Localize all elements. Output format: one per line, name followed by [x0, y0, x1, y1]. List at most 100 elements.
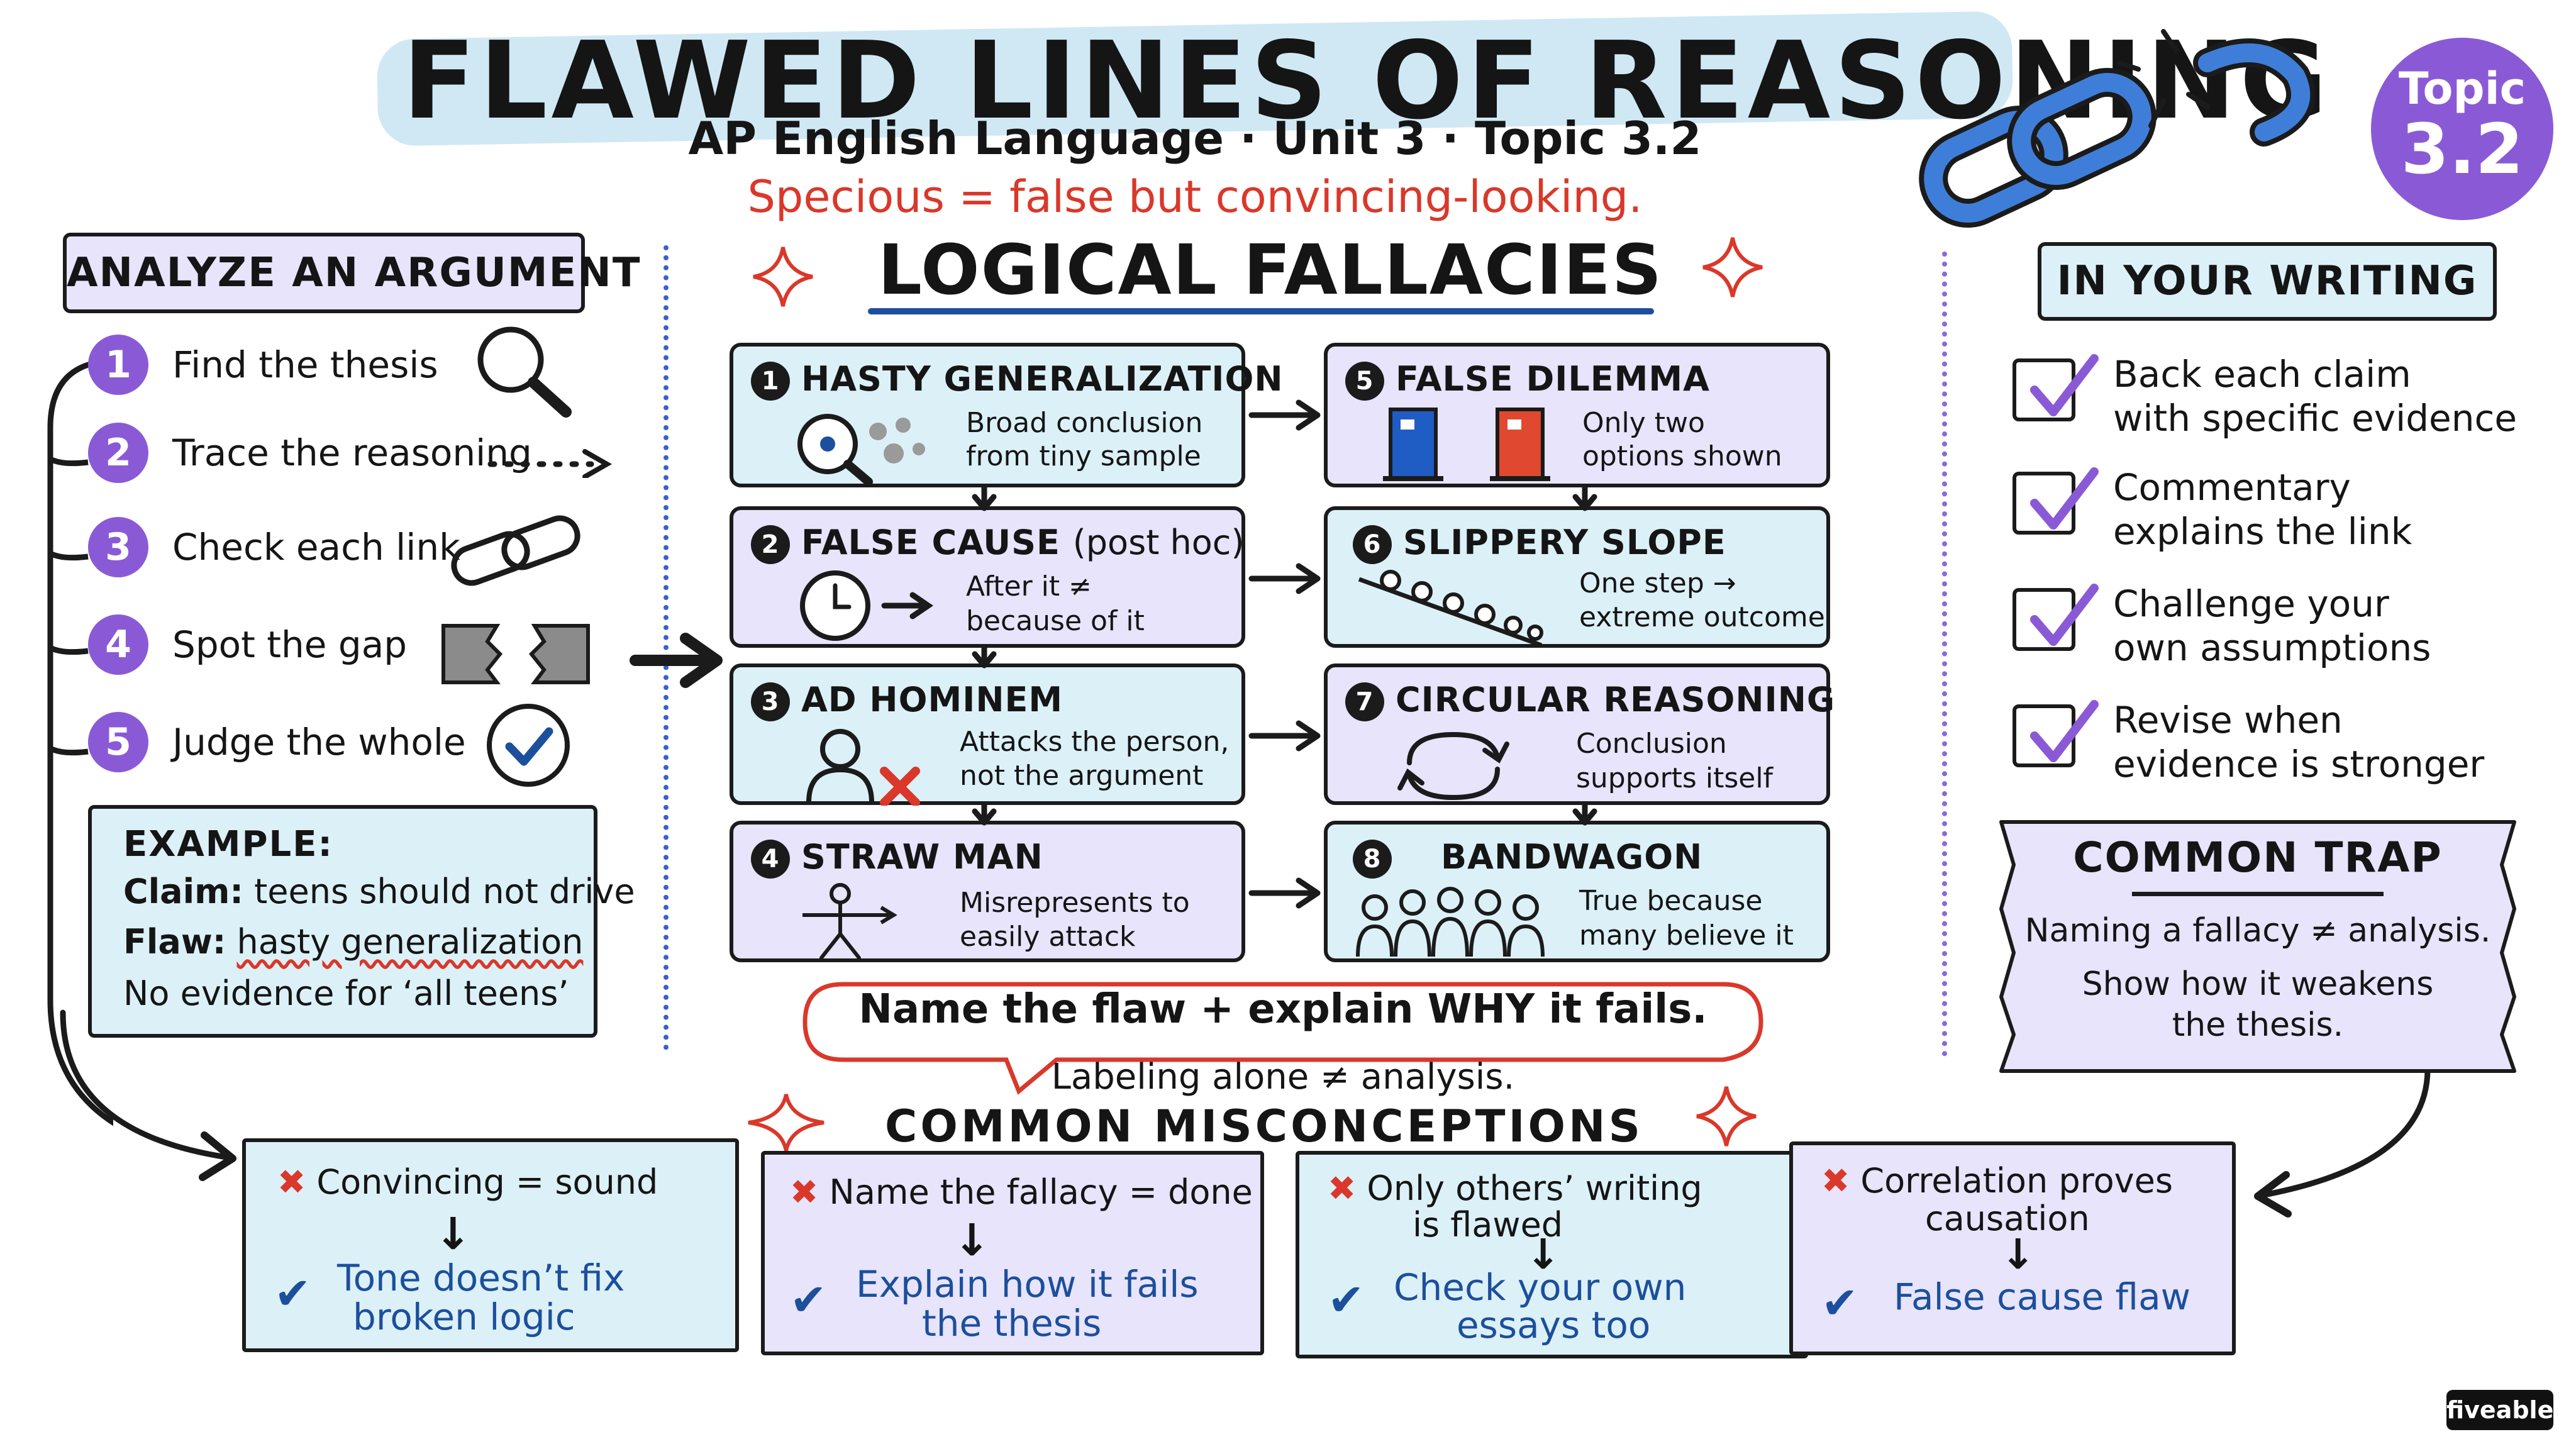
writing-item-line2: own assumptions [2113, 626, 2431, 669]
fallacy-title-sub: (post hoc) [1072, 523, 1245, 562]
writing-item-line1: Challenge your [2113, 582, 2389, 625]
writing-item-line1: Revise when [2113, 699, 2343, 741]
circular-arrows-icon [1397, 731, 1509, 801]
analyze-heading-box: ANALYZE AN ARGUMENT [63, 233, 640, 313]
crowd-icon [1356, 887, 1545, 957]
fallacy-desc-line2: because of it [966, 605, 1145, 637]
fallacy-desc-line1: Only two [1582, 407, 1705, 439]
page-tagline: Specious = false but convincing-looking. [747, 171, 1643, 223]
misconception-right-line1: False cause flaw [1894, 1275, 2191, 1318]
check-icon: ✔ [790, 1274, 827, 1326]
example-note: No evidence for ‘all teens’ [123, 974, 569, 1013]
x-icon: ✖ [1821, 1161, 1850, 1201]
misconception-card-4: ✖ Correlation proves causation ↓ ✔ False… [1789, 1141, 2236, 1355]
fallacy-title: FALSE CAUSE [801, 523, 1060, 562]
step-number: 1 [88, 335, 148, 395]
step-number: 3 [88, 517, 148, 577]
analyze-step-4: 4 Spot the gap [88, 613, 407, 676]
fallacy-desc-line2: options shown [1582, 440, 1782, 472]
fallacy-title: STRAW MAN [801, 837, 1043, 877]
writing-item-line2: evidence is stronger [2113, 743, 2485, 786]
example-box: EXAMPLE: Claim: teens should not drive F… [88, 805, 635, 1038]
check-icon: ✔ [1328, 1274, 1365, 1326]
misconception-right-line1: Explain how it fails [856, 1263, 1199, 1306]
arrow-to-misconceptions-left [60, 1009, 236, 1181]
fallacy-number: 8 [1353, 840, 1392, 879]
step-label: Spot the gap [172, 623, 408, 666]
x-icon: ✖ [790, 1172, 819, 1212]
fallacy-desc-line1: One step → [1579, 567, 1736, 599]
misconception-wrong-line1: Only others’ writing [1367, 1169, 1702, 1208]
fallacy-desc-line1: Attacks the person, [960, 726, 1230, 758]
misconceptions-heading: COMMON MISCONCEPTIONS [884, 1101, 1644, 1152]
step-label: Judge the whole [172, 721, 466, 763]
steps-bracket [47, 362, 113, 1126]
clock-arrow-icon [800, 570, 934, 641]
broken-chain-icon [1919, 29, 2316, 228]
checkmark-icon [2030, 584, 2099, 646]
misconception-wrong: Name the fallacy = done [829, 1172, 1253, 1212]
step-label: Find the thesis [172, 343, 438, 386]
step-number: 4 [88, 614, 148, 675]
topic-badge: Topic 3.2 [2371, 38, 2553, 220]
fallacy-desc-line2: supports itself [1576, 762, 1774, 794]
misconception-card-1: ✖ Convincing = sound ↓ ✔ Tone doesn’t fi… [242, 1138, 739, 1352]
fallacy-number: 4 [751, 840, 790, 879]
x-icon: ✖ [1328, 1169, 1357, 1208]
fallacy-number: 6 [1353, 525, 1392, 565]
common-trap-underline [2132, 892, 2384, 896]
analyze-step-3: 3 Check each link [88, 516, 460, 579]
fallacy-number: 2 [751, 525, 790, 565]
common-trap-heading: COMMON TRAP [2073, 833, 2443, 882]
example-flaw: Flaw: hasty generalization [123, 922, 583, 962]
flaw-text: hasty generalization [236, 922, 584, 962]
fallacy-connectors [972, 399, 1597, 909]
down-arrow-icon: ↓ [1526, 1230, 1561, 1279]
claim-text: teens should not drive [254, 872, 635, 911]
misconception-wrong-line2: is flawed [1413, 1205, 1563, 1245]
checkmark-icon [2030, 354, 2099, 416]
analyze-step-1: 1 Find the thesis [88, 333, 438, 396]
x-icon: ✖ [277, 1162, 306, 1202]
misconception-wrong: Convincing = sound [316, 1162, 658, 1202]
brand-logo: fiveable [2446, 1390, 2553, 1430]
misconception-right-line1: Tone doesn’t fix [337, 1257, 625, 1299]
arrow-to-misconceptions-right [2254, 1066, 2431, 1218]
check-icon: ✔ [1821, 1277, 1858, 1329]
sparkle-icon [753, 247, 813, 307]
writing-item-line1: Commentary [2113, 466, 2351, 509]
left-divider [663, 245, 669, 1050]
callout-bubble [802, 982, 1763, 1095]
common-trap-line2: Show how it weakens [2082, 965, 2434, 1003]
fallacy-desc-line1: True because [1579, 885, 1763, 917]
fallacy-card-5: 5 FALSE DILEMMA Only two options shown [1324, 343, 1830, 487]
sparkle-icon [1696, 1086, 1757, 1146]
topic-badge-label: Topic [2398, 63, 2526, 114]
step-label: Trace the reasoning [172, 431, 532, 474]
fallacy-desc-line1: After it ≠ [966, 570, 1092, 602]
analyze-step-5: 5 Judge the whole [88, 711, 466, 774]
check-icon: ✔ [274, 1268, 311, 1319]
fallacy-title: FALSE DILEMMA [1396, 359, 1710, 399]
common-trap-line3: the thesis. [2172, 1006, 2344, 1044]
fallacy-desc-line2: many believe it [1579, 919, 1794, 952]
fallacies-heading: LOGICAL FALLACIES [877, 230, 1663, 310]
fallacy-title: AD HOMINEM [801, 680, 1063, 719]
writing-heading: IN YOUR WRITING [2057, 258, 2478, 304]
dotted-arrow-icon [487, 449, 613, 478]
fallacy-title: SLIPPERY SLOPE [1403, 523, 1726, 562]
topic-badge-number: 3.2 [2401, 109, 2524, 189]
fallacy-number: 5 [1345, 362, 1384, 401]
check-circle-icon [487, 704, 570, 787]
fallacy-desc-line2: not the argument [960, 760, 1204, 792]
writing-item-line2: with specific evidence [2113, 397, 2518, 440]
writing-item-line2: explains the link [2113, 510, 2412, 553]
analyze-step-2: 2 Trace the reasoning [88, 421, 532, 484]
claim-label: Claim: [123, 872, 243, 911]
fallacy-desc-line1: Misrepresents to [960, 887, 1190, 919]
sparkle-icon [1702, 237, 1763, 297]
fallacy-number: 7 [1345, 682, 1384, 722]
fallacy-title: CIRCULAR REASONING [1396, 680, 1836, 719]
